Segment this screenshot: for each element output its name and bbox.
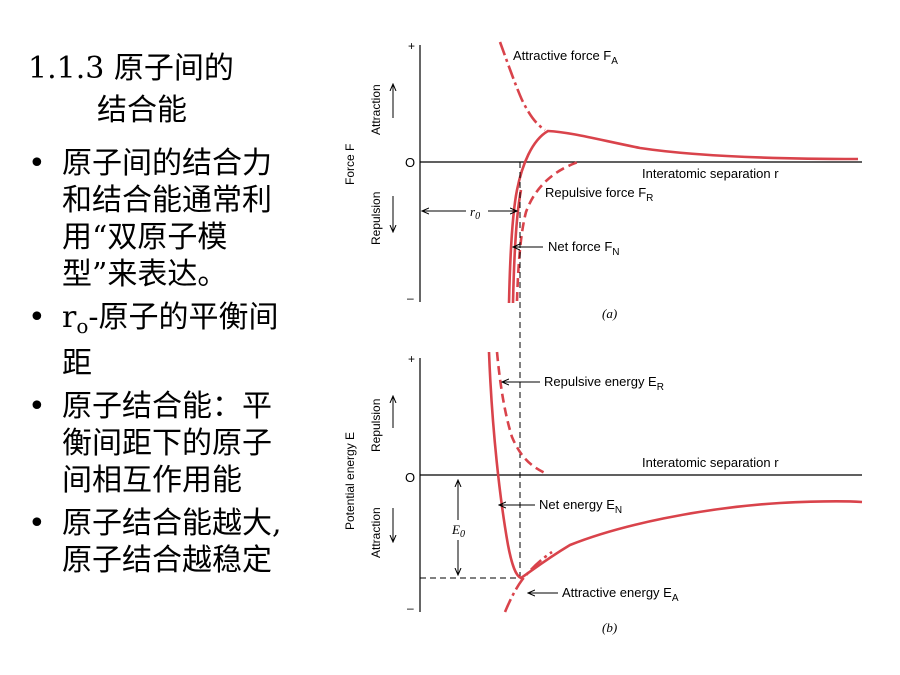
- bullet-text: -原子的平衡间: [88, 300, 279, 335]
- r0-label: r0: [470, 204, 480, 222]
- bullet-line: 原子结合能：平: [62, 389, 272, 424]
- figure-b-caption: (b): [602, 620, 617, 635]
- bullet-line: 原子间的结合力: [62, 146, 272, 181]
- attractive-force-label: Attractive force FA: [513, 48, 618, 67]
- energy-y-title: Potential energy E: [343, 432, 357, 530]
- force-x-label: Interatomic separation r: [642, 166, 779, 181]
- repulsive-force-curve: [515, 160, 579, 302]
- bullet-item-equilibrium-spacing: • ro-原子的平衡间 距: [28, 299, 328, 382]
- bullet-line: 原子结合越稳定: [62, 543, 272, 578]
- bullet-dot: •: [28, 506, 46, 541]
- bullet-item-bonding-model: • 原子间的结合力 和结合能通常利 用“双原子模 型”来表达。: [28, 145, 328, 293]
- force-plus-sign: +: [408, 39, 415, 53]
- energy-minus-sign: –: [407, 601, 414, 615]
- force-minus-sign: –: [407, 291, 414, 305]
- net-force-curve: [507, 129, 859, 304]
- attractive-energy-label: Attractive energy EA: [562, 585, 679, 604]
- energy-origin-label: O: [405, 470, 415, 485]
- attractive-energy-curve: [503, 550, 553, 613]
- figure-a-caption: (a): [602, 306, 617, 321]
- repulsive-energy-label: Repulsive energy ER: [544, 374, 664, 393]
- bullet-line: 和结合能通常利: [62, 183, 272, 218]
- bullet-dot: •: [28, 146, 46, 181]
- net-force-label: Net force FN: [548, 239, 620, 258]
- energy-x-label: Interatomic separation r: [642, 455, 779, 470]
- bullet-dot: •: [28, 300, 46, 335]
- bullet-line: 间相互作用能: [62, 463, 242, 498]
- bullet-line: ro-原子的平衡间: [62, 299, 328, 345]
- net-force-curve-outline: [511, 189, 523, 304]
- repulsive-force-label: Repulsive force FR: [545, 185, 653, 204]
- bullet-item-bonding-energy: • 原子结合能：平 衡间距下的原子 间相互作用能: [28, 388, 328, 499]
- bullet-dot: •: [28, 389, 46, 424]
- force-repulsion-label: Repulsion: [369, 192, 383, 245]
- bullet-line: 型”来表达。: [62, 257, 228, 292]
- r0-subscript: o: [76, 314, 89, 338]
- energy-repulsion-label: Repulsion: [369, 399, 383, 452]
- r0-symbol: r: [62, 300, 77, 335]
- figure-a-force: + O – Force F Attraction Repulsion Inter…: [343, 39, 862, 321]
- force-attraction-label: Attraction: [369, 84, 383, 135]
- bullet-list: • 原子间的结合力 和结合能通常利 用“双原子模 型”来表达。 • ro-原子的…: [28, 145, 328, 585]
- bullet-line: 衡间距下的原子: [62, 426, 272, 461]
- net-energy-curve: [487, 351, 863, 580]
- force-origin-label: O: [405, 155, 415, 170]
- net-energy-label: Net energy EN: [539, 497, 622, 516]
- bullet-line: 原子结合能越大,: [62, 506, 282, 541]
- figure-b-energy: + O – Potential energy E Repulsion Attra…: [343, 351, 863, 635]
- bullet-line: 用“双原子模: [62, 220, 228, 255]
- attractive-force-curve: [498, 41, 546, 132]
- section-heading-line2: 结合能: [97, 93, 187, 128]
- bullet-item-stability: • 原子结合能越大, 原子结合越稳定: [28, 505, 328, 579]
- bullet-line: 距: [62, 346, 92, 381]
- force-y-title: Force F: [343, 144, 357, 185]
- energy-attraction-label: Attraction: [369, 507, 383, 558]
- repulsive-energy-curve: [495, 351, 546, 475]
- energy-plus-sign: +: [408, 352, 415, 366]
- e0-label: E0: [451, 522, 465, 540]
- section-heading-line1: 1.1.3 原子间的: [28, 51, 234, 86]
